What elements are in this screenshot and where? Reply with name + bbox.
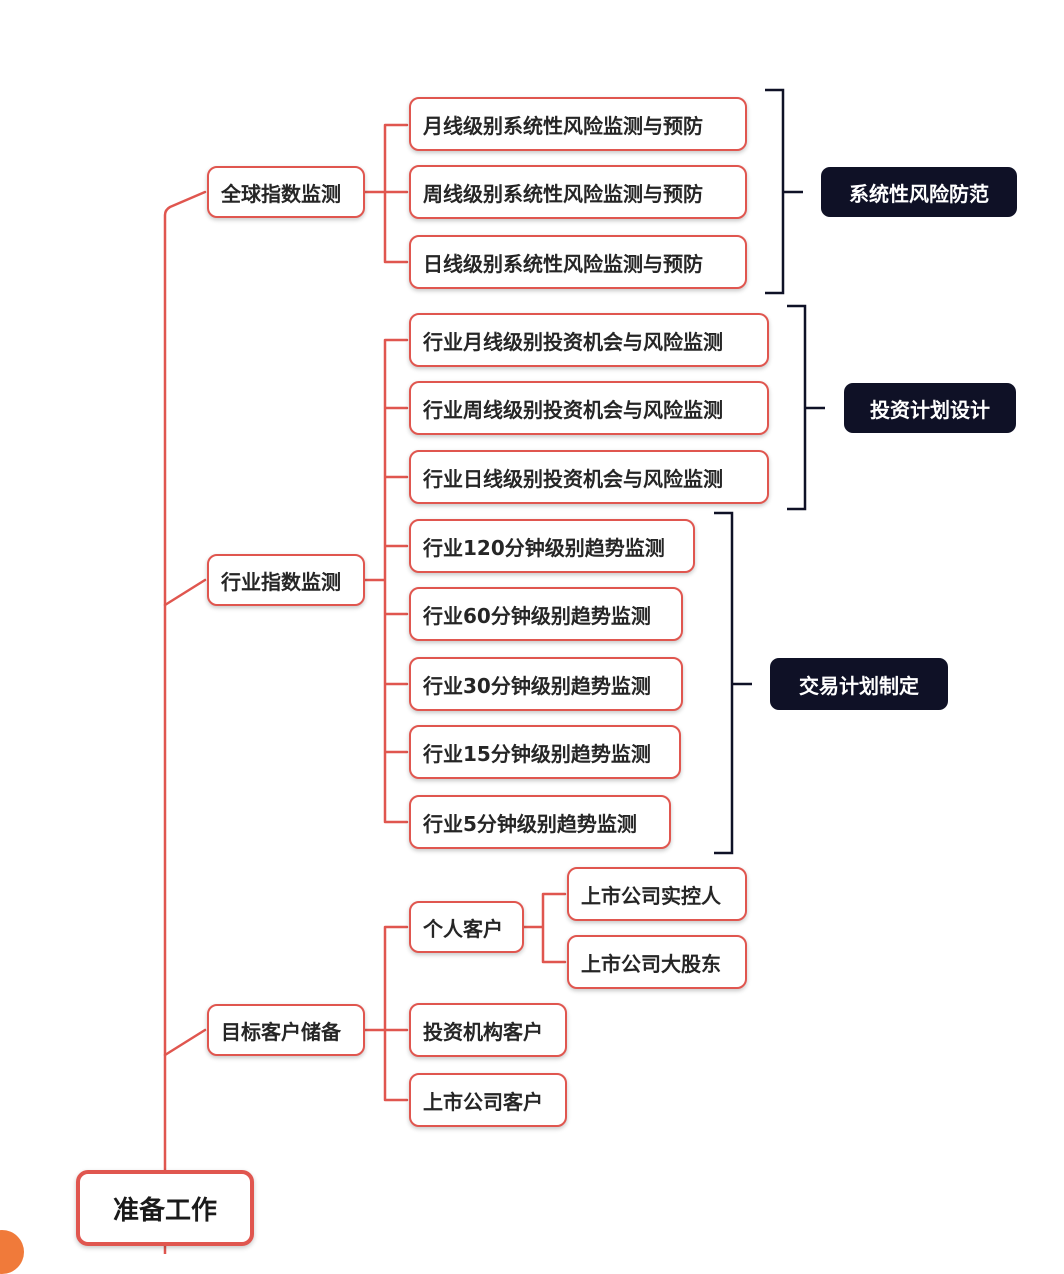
bracket-risk (765, 88, 803, 295)
global-item-monthly: 月线级别系统性风险监测与预防 (409, 97, 747, 151)
client-institution: 投资机构客户 (409, 1003, 567, 1057)
bracket-trade (714, 511, 752, 855)
trend-item-30: 行业30分钟级别趋势监测 (409, 657, 683, 711)
root-to-industry-line (163, 578, 207, 607)
category-industry-index: 行业指数监测 (207, 554, 365, 606)
industry-branch-line (363, 338, 409, 824)
tag-trading-plan: 交易计划制定 (770, 658, 948, 710)
bracket-invest (787, 304, 825, 511)
tag-investment-plan: 投资计划设计 (844, 383, 1016, 433)
clients-branch-line (363, 925, 409, 1102)
trend-item-120: 行业120分钟级别趋势监测 (409, 519, 695, 573)
client-listed-company: 上市公司客户 (409, 1073, 567, 1127)
tag-systemic-risk: 系统性风险防范 (821, 167, 1017, 217)
personal-sub-branch-line (522, 892, 567, 964)
root-trunk-line (163, 190, 207, 1172)
client-personal: 个人客户 (409, 901, 524, 953)
client-personal-controller: 上市公司实控人 (567, 867, 747, 921)
global-branch-line (363, 123, 409, 264)
industry-item-monthly: 行业月线级别投资机会与风险监测 (409, 313, 769, 367)
root-to-clients-line (163, 1028, 207, 1057)
client-personal-shareholder: 上市公司大股东 (567, 935, 747, 989)
category-target-clients: 目标客户储备 (207, 1004, 365, 1056)
global-item-daily: 日线级别系统性风险监测与预防 (409, 235, 747, 289)
trend-item-60: 行业60分钟级别趋势监测 (409, 587, 683, 641)
category-global-index: 全球指数监测 (207, 166, 365, 218)
trend-item-5: 行业5分钟级别趋势监测 (409, 795, 671, 849)
trend-item-15: 行业15分钟级别趋势监测 (409, 725, 681, 779)
root-node: 准备工作 (76, 1170, 254, 1246)
global-item-weekly: 周线级别系统性风险监测与预防 (409, 165, 747, 219)
industry-item-daily: 行业日线级别投资机会与风险监测 (409, 450, 769, 504)
industry-item-weekly: 行业周线级别投资机会与风险监测 (409, 381, 769, 435)
